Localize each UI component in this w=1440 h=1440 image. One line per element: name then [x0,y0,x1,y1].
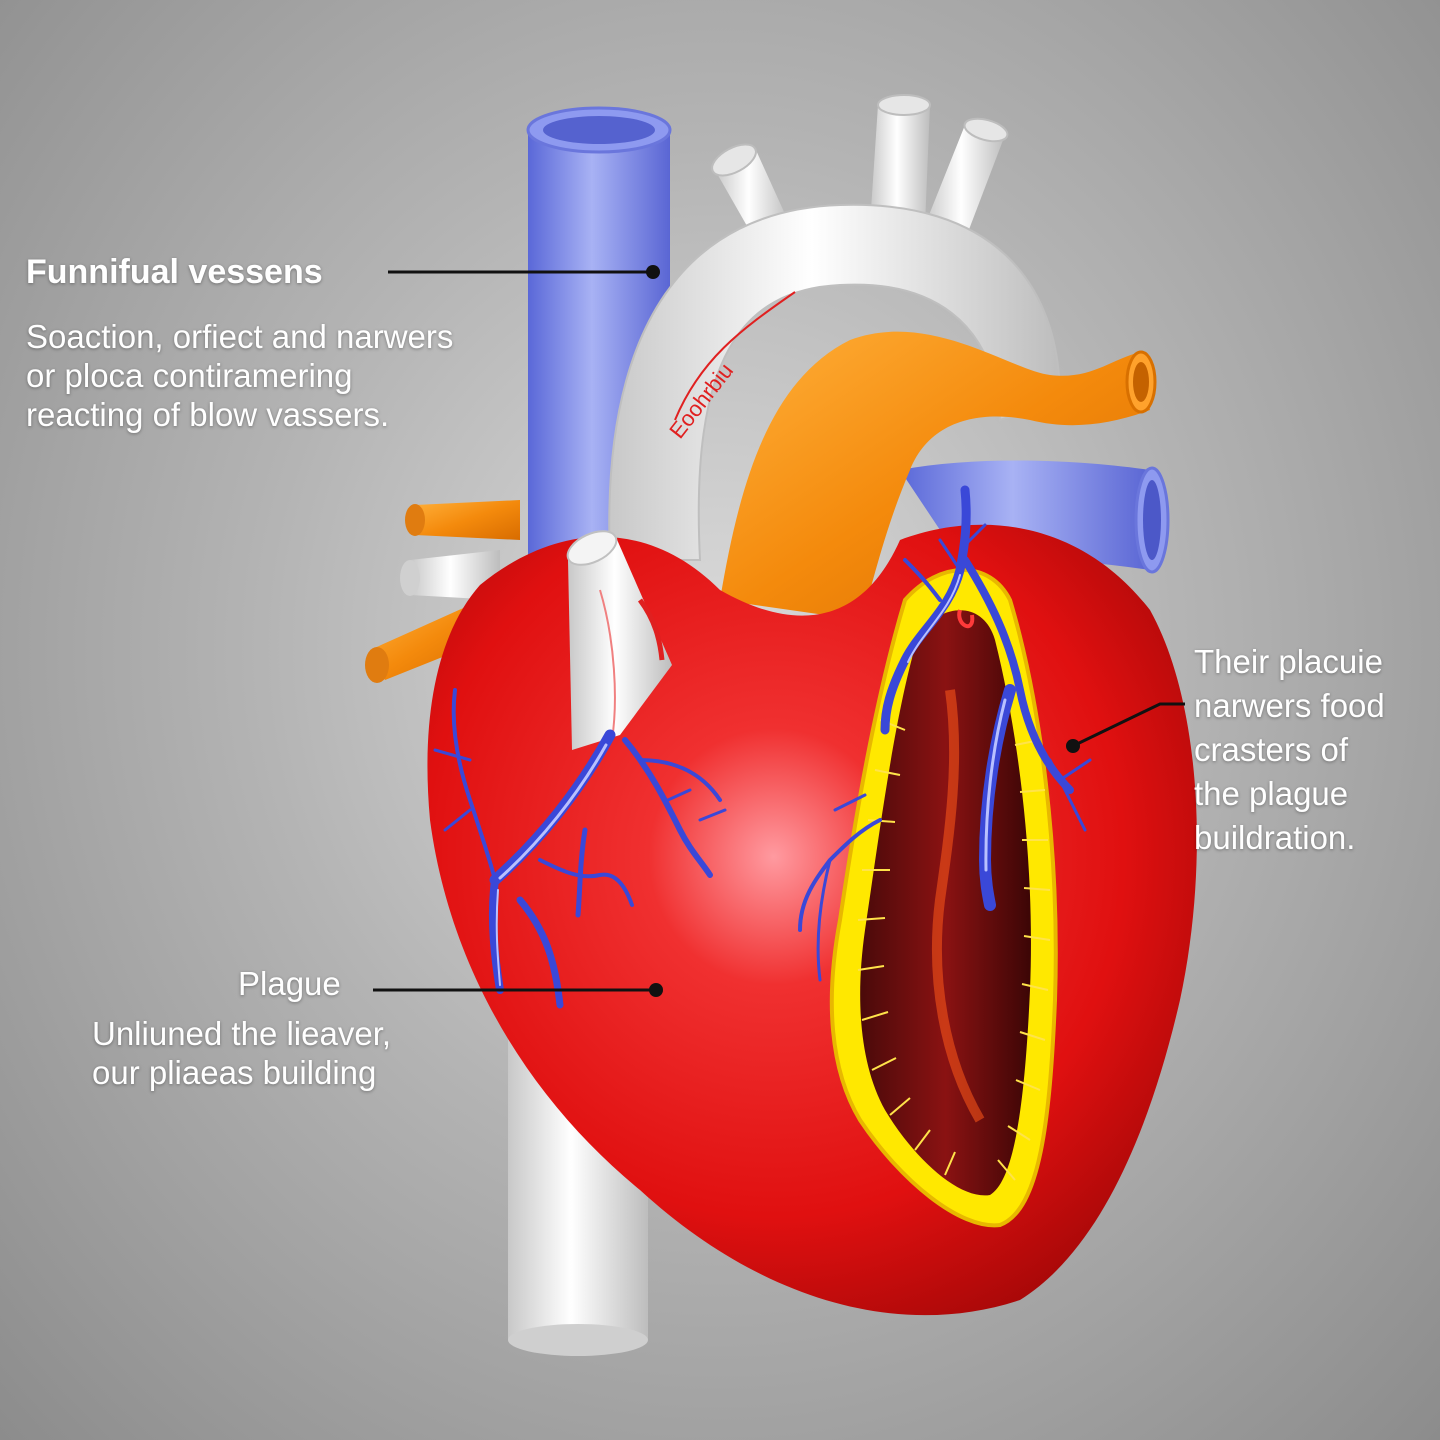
superior-vena-cava [526,106,672,580]
label-top-title: Funnifual vessens [26,253,323,291]
aortic-branches [711,94,1009,240]
label-right-line: crasters of [1194,731,1349,768]
label-bottom-line: our pliaeas building [92,1054,377,1091]
left-coronary-highlights [495,743,608,986]
label-right-line: the plague [1194,775,1349,812]
label-right-line: Their placuie [1194,643,1383,680]
leader-top [388,265,660,279]
label-bottom-description: Unliuned the lieaver, our pliaeas buildi… [92,1014,492,1092]
label-top-line: Soaction, orfiect and narwers [26,318,454,355]
pulmonary-trunk [720,331,1157,620]
leader-right [1066,702,1185,753]
label-top-line: or ploca contiramering [26,357,353,394]
label-right-description: Their placuie narwers food crasters of t… [1194,640,1434,860]
label-bottom-title: Plague [238,965,341,1002]
label-right-line: narwers food [1194,687,1385,724]
label-right-line: buildration. [1194,819,1356,856]
right-coronary-highlights [907,574,1007,872]
label-top-line: reacting of blow vassers. [26,396,390,433]
leader-bottom [373,983,663,997]
coronary-stump [566,530,672,750]
left-coronary-vessels [433,688,727,1009]
label-bottom-line: Unliuned the lieaver, [92,1015,392,1052]
plaque-fibers [857,719,1051,1181]
label-top-description: Soaction, orfiect and narwers or ploca c… [26,317,526,434]
